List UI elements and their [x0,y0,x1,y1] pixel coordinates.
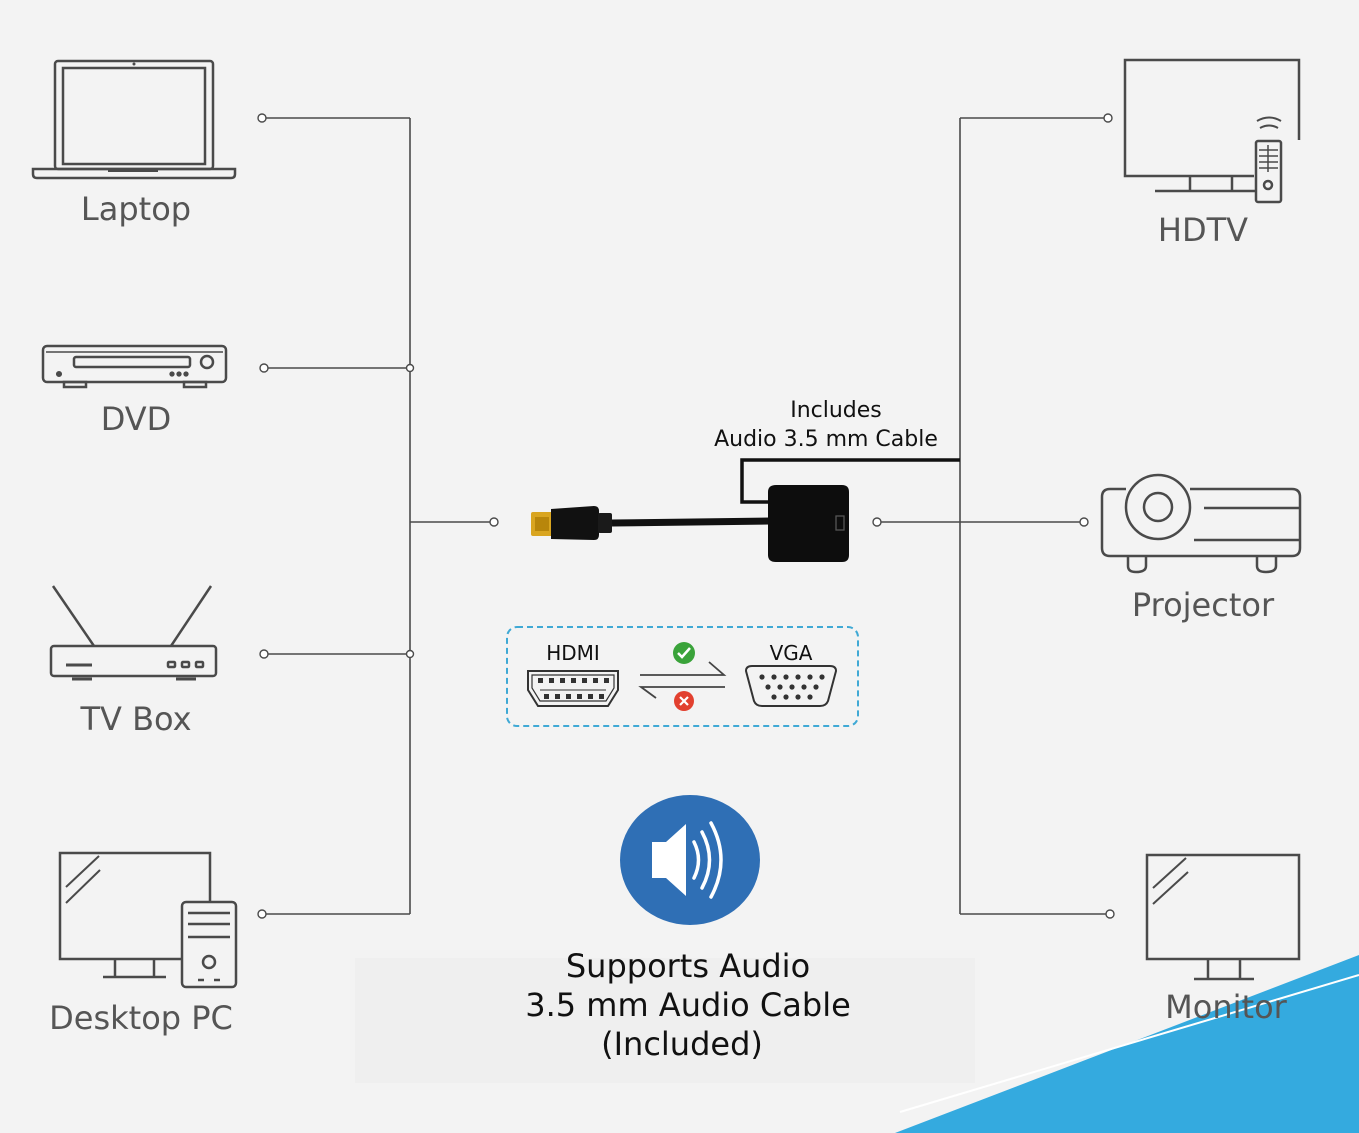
hdmi-to-vga-adapter-icon [531,458,960,562]
vga-label: VGA [770,641,813,665]
projector-icon [1100,473,1302,574]
corner-decoration [895,955,1359,1133]
hdmi-label: HDMI [546,641,600,665]
laptop-icon [31,59,237,180]
check-circle-icon [673,642,695,664]
speaker-icon [620,795,760,925]
projector-label: Projector [1132,586,1275,624]
audio-support-line3: (Included) [601,1025,763,1063]
tv-box-label: TV Box [79,700,191,738]
laptop-label: Laptop [81,190,191,228]
dvd-player-icon [41,344,228,389]
dvd-label: DVD [101,400,172,438]
audio-support-line1: Supports Audio [566,947,810,985]
connection-nodes [257,113,1115,919]
desktop-pc-icon [58,851,238,989]
hdmi-port-icon [527,670,619,707]
audio-support-line2: 3.5 mm Audio Cable [525,986,851,1024]
audio-cable-note-line1: Includes [790,398,882,423]
direction-arrows-icon [638,661,727,699]
monitor-icon [1145,853,1301,981]
audio-cable-note-line2: Audio 3.5 mm Cable [714,427,938,452]
direction-box: HDMI VGA [506,626,859,727]
tv-box-icon [49,585,218,681]
desktop-pc-label: Desktop PC [49,999,233,1037]
hdtv-label: HDTV [1158,211,1248,249]
vga-port-icon [744,665,838,707]
connection-lines [262,117,1110,915]
audio-text-panel [355,958,975,1083]
monitor-label: Monitor [1165,988,1287,1026]
x-circle-icon [674,691,694,711]
hdtv-icon [1123,58,1301,204]
